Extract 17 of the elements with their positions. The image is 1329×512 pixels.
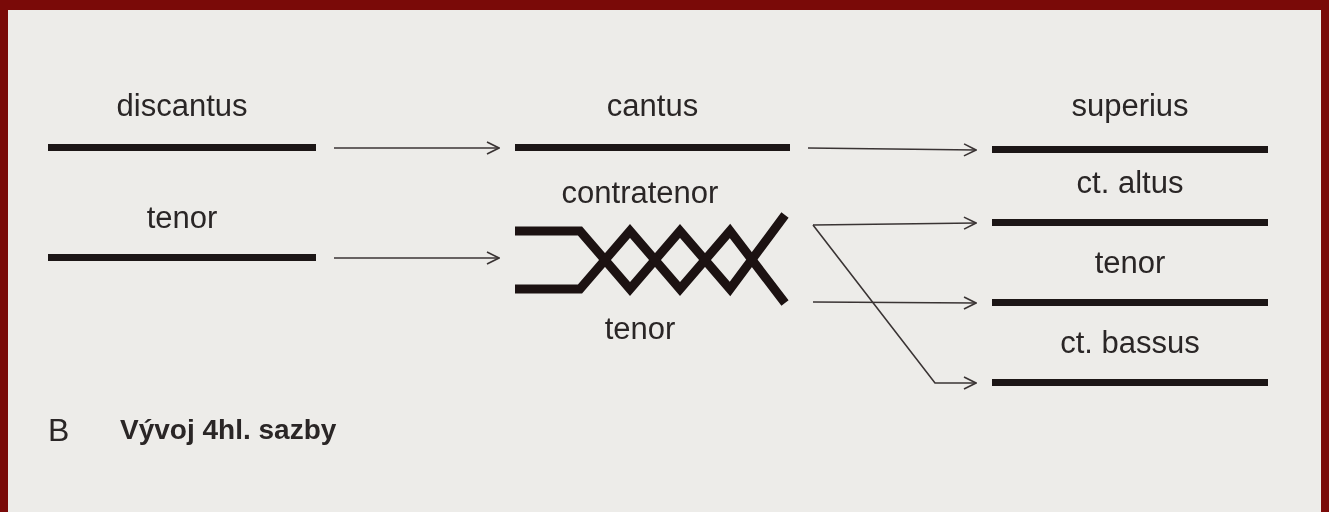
voice-name: superius xyxy=(1070,88,1190,125)
voice-name: discantus xyxy=(115,88,249,125)
voice-name: tenor xyxy=(145,200,219,237)
arrow xyxy=(807,143,977,157)
arrow xyxy=(812,224,977,390)
caption: Vývoj 4hl. sazby xyxy=(120,414,337,446)
arrow xyxy=(812,296,977,310)
voice-name: contratenor xyxy=(560,175,720,211)
voice-name: ct. altus xyxy=(1075,165,1185,202)
arrow xyxy=(812,216,977,230)
panel-letter: B xyxy=(48,412,70,449)
voice-name: tenor xyxy=(603,311,677,347)
arrow xyxy=(333,141,500,155)
voice-name: cantus xyxy=(605,88,700,125)
arrow xyxy=(333,251,500,265)
voice-name: tenor xyxy=(1093,245,1167,282)
voice-name: ct. bassus xyxy=(1059,325,1201,362)
